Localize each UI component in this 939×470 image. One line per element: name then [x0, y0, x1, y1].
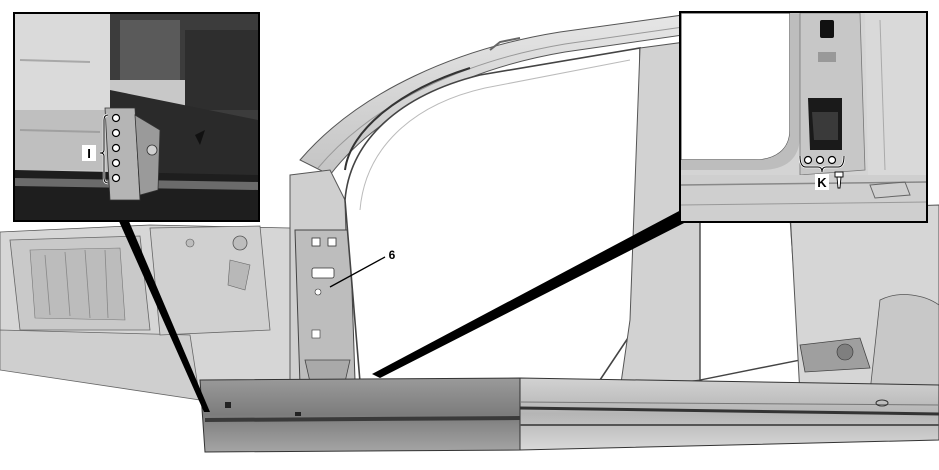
tool-icon: [834, 171, 844, 189]
weld-point: [803, 155, 813, 165]
label-badge-k: [815, 174, 829, 190]
detail-label-k: K: [817, 175, 827, 190]
weld-point: [111, 143, 121, 153]
weld-point: [827, 155, 837, 165]
weld-point: [111, 128, 121, 138]
weld-point: [111, 173, 121, 183]
detail-label-i: I: [87, 146, 91, 161]
label-badge-i: [82, 145, 96, 161]
callout-leader-line: [329, 256, 386, 288]
leader-wedge-left: [118, 219, 210, 412]
weld-point: [111, 113, 121, 123]
detail-box-left: I: [13, 12, 260, 222]
weld-point: [111, 158, 121, 168]
part-callout-6: 6: [329, 248, 396, 288]
detail-box-right: K: [679, 11, 928, 223]
rocker-panel: [199, 377, 939, 453]
leader-wedge-right: [372, 210, 690, 378]
weld-point: [815, 155, 825, 165]
floor-pan: [0, 224, 291, 401]
callout-label-6: 6: [389, 248, 396, 262]
b-pillar: [289, 67, 471, 386]
